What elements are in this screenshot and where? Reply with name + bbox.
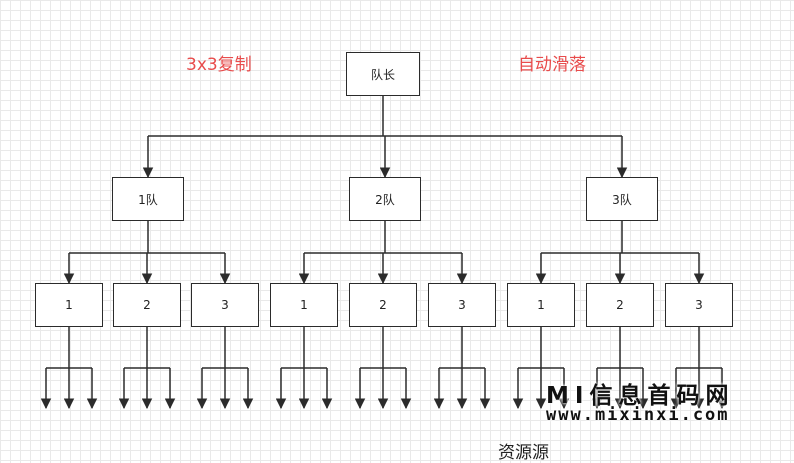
watermark-url: www.mixinxi.com (546, 405, 730, 425)
node-member[interactable]: 2 (349, 283, 417, 327)
connector-lines (40, 96, 728, 410)
node-member[interactable]: 3 (428, 283, 496, 327)
watermark-title: MI信息首码网 (546, 383, 735, 409)
node-team-3[interactable]: 3队 (586, 177, 658, 221)
node-member[interactable]: 2 (113, 283, 181, 327)
node-member[interactable]: 1 (270, 283, 338, 327)
diagram-canvas (40, 96, 728, 410)
node-team-1[interactable]: 1队 (112, 177, 184, 221)
node-member[interactable]: 1 (507, 283, 575, 327)
node-root[interactable]: 队长 (346, 52, 420, 96)
node-member[interactable]: 3 (665, 283, 733, 327)
node-member[interactable]: 2 (586, 283, 654, 327)
annotation-copy-3x3: 3x3复制 (186, 55, 252, 75)
node-member[interactable]: 3 (191, 283, 259, 327)
node-team-2[interactable]: 2队 (349, 177, 421, 221)
bottom-partial-text: 资源源 (498, 443, 549, 463)
node-member[interactable]: 1 (35, 283, 103, 327)
annotation-auto-slide: 自动滑落 (518, 55, 586, 75)
